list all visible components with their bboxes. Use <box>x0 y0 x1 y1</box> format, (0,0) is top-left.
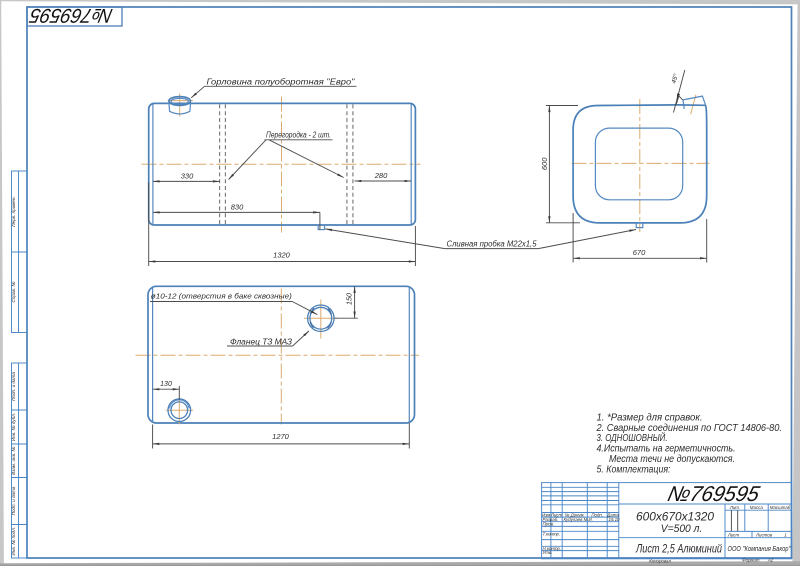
svg-text:Подп. и дата: Подп. и дата <box>11 486 16 515</box>
svg-text:Лист: Лист <box>550 512 563 517</box>
svg-text:Лист 2,5 Алюминий: Лист 2,5 Алюминий <box>635 543 722 555</box>
svg-text:№769595: №769595 <box>665 481 763 506</box>
svg-text:Перв. примен.: Перв. примен. <box>11 196 16 227</box>
svg-text:Справ. №: Справ. № <box>11 282 16 303</box>
svg-text:Перегородка - 2 шт.: Перегородка - 2 шт. <box>266 131 331 140</box>
svg-text:Взам. инв. №: Взам. инв. № <box>11 446 16 474</box>
svg-text:Инв. № подл.: Инв. № подл. <box>11 527 16 556</box>
svg-text:Инв. № дубл.: Инв. № дубл. <box>11 413 16 441</box>
svg-text:Подп. и дата: Подп. и дата <box>11 372 16 401</box>
svg-text:Места течи не допускаются.: Места течи не допускаются. <box>609 454 735 465</box>
svg-text:Лист: Лист <box>727 532 740 537</box>
svg-text:670: 670 <box>633 248 646 257</box>
svg-text:Разраб.: Разраб. <box>543 517 559 522</box>
svg-text:4.Испытать на герметичность.: 4.Испытать на герметичность. <box>597 444 736 455</box>
svg-text:2. Сварные соединения по ГОСТ: 2. Сварные соединения по ГОСТ 14806-80. <box>596 423 782 434</box>
svg-text:Формат: Формат <box>742 558 760 563</box>
svg-text:45°: 45° <box>669 72 680 84</box>
svg-text:Утв.: Утв. <box>543 550 553 555</box>
svg-text:Дата: Дата <box>606 512 619 517</box>
svg-text:830: 830 <box>231 203 244 212</box>
svg-text:Масштаб: Масштаб <box>770 505 791 510</box>
svg-text:280: 280 <box>374 171 388 180</box>
svg-text:V=500 л.: V=500 л. <box>661 523 703 535</box>
svg-text:1: 1 <box>784 532 787 537</box>
svg-text:Сливная пробка М22х1,5: Сливная пробка М22х1,5 <box>447 240 538 249</box>
svg-text:Подп.: Подп. <box>591 512 603 517</box>
svg-text:№769595: №769595 <box>27 4 114 26</box>
svg-text:330: 330 <box>181 172 194 181</box>
svg-text:3. ОДНОШОВНЫЙ.: 3. ОДНОШОВНЫЙ. <box>597 431 668 444</box>
svg-text:ø10-12 (отверстия в баке сквоз: ø10-12 (отверстия в баке сквозные) <box>151 291 293 300</box>
svg-text:Пров.: Пров. <box>543 522 555 527</box>
svg-text:1320: 1320 <box>273 250 291 259</box>
svg-text:ООО "Компания Бакор": ООО "Компания Бакор" <box>728 544 791 553</box>
svg-text:Изм: Изм <box>542 512 550 517</box>
svg-text:Фланец ТЗ МАЗ: Фланец ТЗ МАЗ <box>230 337 292 346</box>
svg-text:1270: 1270 <box>272 432 290 441</box>
svg-text:1. *Размер для справок.: 1. *Размер для справок. <box>597 412 703 423</box>
svg-text:600: 600 <box>540 157 549 170</box>
svg-text:Листов: Листов <box>755 532 773 537</box>
svg-text:5. Комплектация:: 5. Комплектация: <box>597 464 671 475</box>
svg-text:600х670х1320: 600х670х1320 <box>636 510 714 524</box>
svg-text:Н.контр.: Н.контр. <box>543 546 562 551</box>
svg-text:Горловина полуоборотная "Евро": Горловина полуоборотная "Евро" <box>207 77 356 86</box>
svg-text:130: 130 <box>160 381 172 388</box>
svg-text:Т.контр.: Т.контр. <box>543 531 561 536</box>
svg-text:Кудулаев М.И.: Кудулаев М.И. <box>564 517 593 522</box>
svg-text:А2: А2 <box>767 558 774 563</box>
svg-text:Масса: Масса <box>750 505 764 510</box>
svg-text:16.10: 16.10 <box>609 517 621 522</box>
svg-text:Копировал: Копировал <box>649 559 671 564</box>
svg-text:150: 150 <box>344 293 353 305</box>
svg-text:Лит.: Лит. <box>729 505 740 510</box>
svg-text:№ Докум.: № Докум. <box>565 512 585 517</box>
